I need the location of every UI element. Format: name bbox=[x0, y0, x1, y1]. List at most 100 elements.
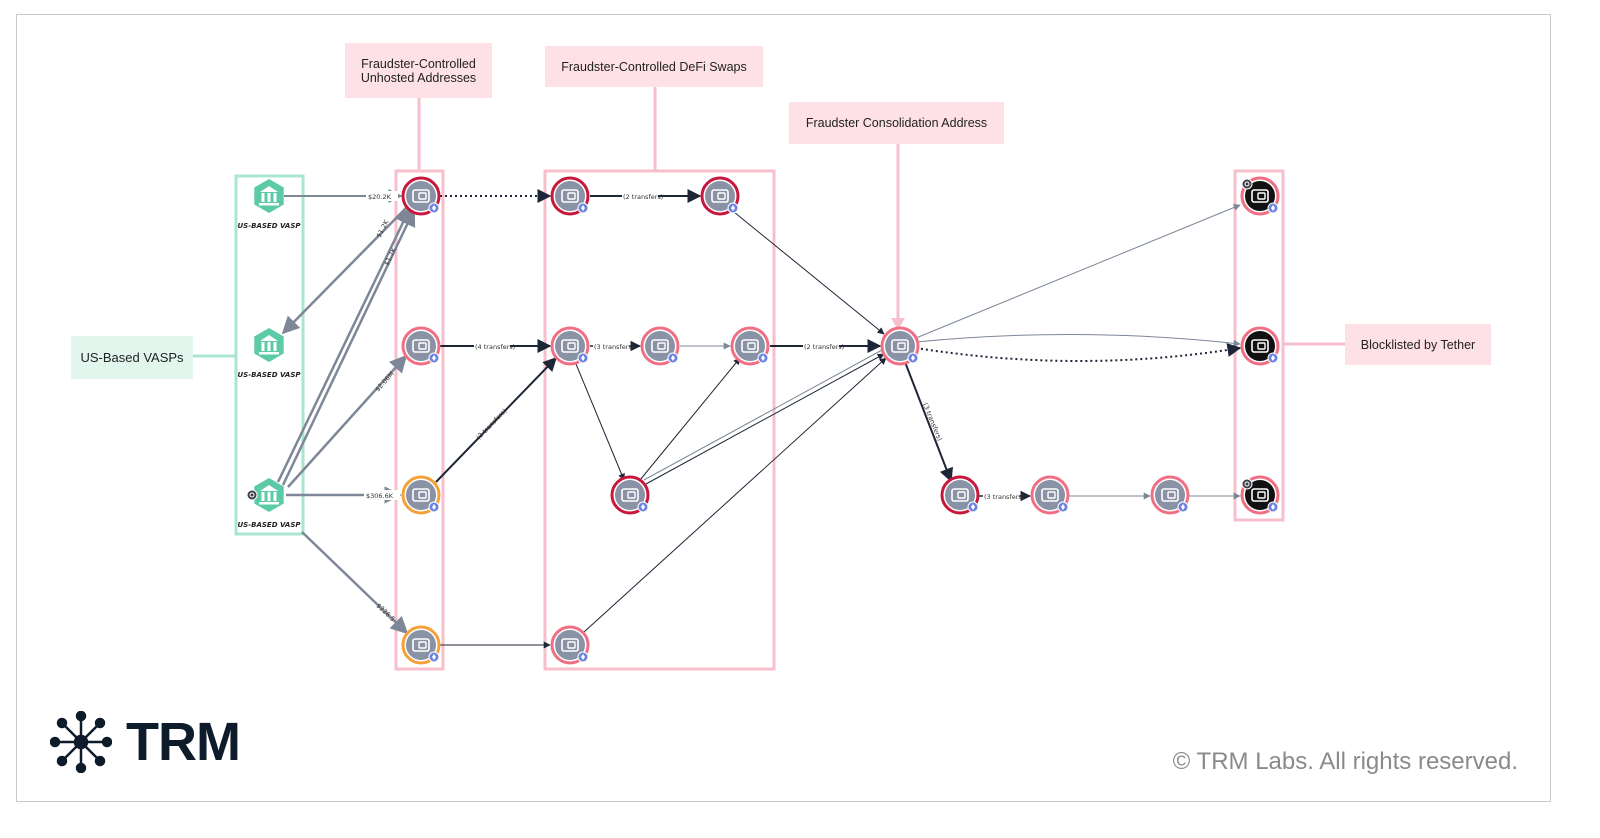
edge-c-t1 bbox=[915, 204, 1241, 339]
edge-vasp3-u2 bbox=[287, 354, 408, 488]
ethereum-badge-icon bbox=[577, 202, 589, 214]
wallet-blocklisted-2[interactable] bbox=[1240, 326, 1280, 366]
ethereum-badge-icon bbox=[428, 352, 440, 364]
trm-logo-icon bbox=[50, 711, 112, 773]
wallet-icon bbox=[412, 638, 430, 652]
edge-label-e9: (3 transfers) bbox=[594, 343, 634, 351]
wallet-icon bbox=[412, 339, 430, 353]
wallet-branch-1[interactable] bbox=[940, 475, 980, 515]
wallet-defi-4[interactable] bbox=[640, 326, 680, 366]
ethereum-badge-icon bbox=[428, 202, 440, 214]
copyright-text: © TRM Labs. All rights reserved. bbox=[1172, 748, 1518, 775]
ethereum-badge-icon bbox=[1267, 202, 1279, 214]
edge-d3-d6 bbox=[575, 363, 625, 481]
vasp-label: US-BASED VASP bbox=[238, 371, 302, 379]
callout-defi: Fraudster-Controlled DeFi Swaps bbox=[545, 46, 763, 87]
edge-d6-c-2 bbox=[643, 349, 883, 481]
wallet-defi-5[interactable] bbox=[730, 326, 770, 366]
ethereum-badge-icon bbox=[577, 352, 589, 364]
edge-u1-vasp2 bbox=[281, 207, 407, 335]
bank-icon bbox=[259, 335, 279, 355]
edge-label-e10: (2 transfers) bbox=[475, 407, 509, 442]
wallet-unhosted-3[interactable] bbox=[401, 475, 441, 515]
vasp-node-3[interactable]: US-BASED VASP bbox=[238, 478, 302, 529]
edge-d6-c bbox=[645, 353, 885, 485]
diagram-frame bbox=[16, 14, 1551, 802]
edge-vasp3-u1-a bbox=[276, 206, 412, 483]
wallet-icon bbox=[711, 189, 729, 203]
wallet-icon bbox=[651, 339, 669, 353]
wallet-icon bbox=[951, 488, 969, 502]
edge-c-b1 bbox=[904, 361, 953, 483]
wallet-consolidation[interactable] bbox=[880, 326, 920, 366]
wallet-icon bbox=[561, 339, 579, 353]
edge-c-t2-dotted bbox=[915, 343, 1242, 362]
unhosted-group-box bbox=[394, 169, 445, 671]
bank-icon bbox=[259, 186, 279, 206]
wallet-defi-1[interactable] bbox=[550, 176, 590, 216]
edge-u3-d3 bbox=[435, 356, 557, 483]
cluster-badge-icon bbox=[1241, 478, 1253, 490]
wallet-branch-3[interactable] bbox=[1150, 475, 1190, 515]
wallet-icon bbox=[1251, 488, 1269, 502]
cluster-badge-icon bbox=[246, 489, 258, 501]
trm-logo: TRM bbox=[50, 711, 241, 773]
wallet-icon bbox=[891, 339, 909, 353]
callout-tether: Blocklisted by Tether bbox=[1345, 324, 1491, 365]
edge-label-e5: $306.6K bbox=[366, 492, 394, 500]
wallet-branch-2[interactable] bbox=[1030, 475, 1070, 515]
consolidation-callout-arrow bbox=[891, 318, 905, 330]
edge-d6-d5 bbox=[639, 357, 741, 481]
ethereum-badge-icon bbox=[1057, 501, 1069, 513]
vasp-node-1[interactable]: US-BASED VASP bbox=[238, 179, 302, 230]
wallet-unhosted-4[interactable] bbox=[401, 625, 441, 665]
wallet-icon bbox=[1251, 189, 1269, 203]
ethereum-badge-icon bbox=[428, 651, 440, 663]
ethereum-badge-icon bbox=[1267, 352, 1279, 364]
wallet-icon bbox=[1161, 488, 1179, 502]
edge-label-e13: (3 transfers) bbox=[984, 493, 1024, 501]
wallet-defi-7[interactable] bbox=[550, 625, 590, 665]
wallet-icon bbox=[741, 339, 759, 353]
trm-logo-wordmark: TRM bbox=[126, 712, 241, 772]
cluster-badge-icon bbox=[1241, 178, 1253, 190]
wallet-icon bbox=[1251, 339, 1269, 353]
ethereum-badge-icon bbox=[967, 501, 979, 513]
wallet-unhosted-1[interactable] bbox=[401, 176, 441, 216]
wallet-defi-2[interactable] bbox=[700, 176, 740, 216]
wallet-icon bbox=[621, 488, 639, 502]
wallet-icon bbox=[1041, 488, 1059, 502]
ethereum-badge-icon bbox=[667, 352, 679, 364]
ethereum-badge-icon bbox=[1267, 501, 1279, 513]
edge-label-e7: (2 transfers) bbox=[623, 193, 663, 201]
ethereum-badge-icon bbox=[637, 501, 649, 513]
wallet-icon bbox=[412, 189, 430, 203]
wallet-unhosted-2[interactable] bbox=[401, 326, 441, 366]
edge-label-e12: (3 transfers) bbox=[921, 402, 944, 442]
callout-vasps: US-Based VASPs bbox=[71, 336, 193, 379]
edge-label-e2: $1.2K bbox=[375, 218, 391, 239]
ethereum-badge-icon bbox=[727, 202, 739, 214]
callout-unhosted: Fraudster-Controlled Unhosted Addresses bbox=[345, 43, 492, 98]
edge-c-t2-curve bbox=[915, 333, 1241, 347]
ethereum-badge-icon bbox=[907, 352, 919, 364]
edge-label-e11: (2 transfers) bbox=[804, 343, 844, 351]
wallet-icon bbox=[412, 488, 430, 502]
vasp-node-2[interactable]: US-BASED VASP bbox=[238, 328, 302, 379]
edge-label-e8: (4 transfers) bbox=[475, 343, 515, 351]
vasp-label: US-BASED VASP bbox=[238, 521, 302, 529]
edge-vasp3-u1-b bbox=[281, 208, 416, 486]
edge-vasp3-u4 bbox=[301, 531, 409, 635]
wallet-defi-3[interactable] bbox=[550, 326, 590, 366]
ethereum-badge-icon bbox=[1177, 501, 1189, 513]
wallet-defi-6[interactable] bbox=[610, 475, 650, 515]
callout-consolidation: Fraudster Consolidation Address bbox=[789, 102, 1004, 144]
ethereum-badge-icon bbox=[577, 651, 589, 663]
edge-d7-c bbox=[583, 357, 887, 633]
edge-label-e4: $2.06M bbox=[374, 370, 396, 393]
ethereum-badge-icon bbox=[757, 352, 769, 364]
edge-label-e6: $226.5 bbox=[375, 602, 397, 624]
ethereum-badge-icon bbox=[428, 501, 440, 513]
wallet-icon bbox=[561, 189, 579, 203]
